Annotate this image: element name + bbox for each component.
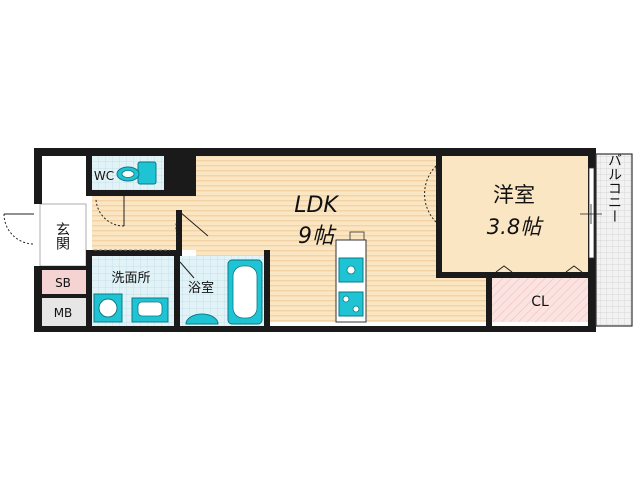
- kitchen-counter: [335, 239, 367, 323]
- balcony-label: バルコニー: [606, 153, 622, 223]
- washroom-label: 洗面所: [111, 271, 150, 286]
- ldk-size: 9帖: [298, 224, 337, 249]
- balcony-frame: [595, 153, 633, 327]
- toilet-label: WC: [94, 169, 114, 183]
- washing-machine: [93, 293, 123, 323]
- entrance-floor: [39, 203, 87, 267]
- bathtub: [227, 259, 263, 325]
- shoe-box-label: SB: [55, 276, 71, 290]
- doors: [3, 165, 602, 279]
- western-room-label: 洋室: [493, 183, 535, 207]
- corridor-floor: [92, 196, 198, 250]
- meter-box-label: MB: [54, 306, 73, 320]
- toilet-fixture: [116, 161, 157, 185]
- western-room-floor: [442, 156, 588, 272]
- entrance-label: 玄関: [54, 221, 70, 251]
- bath-washbasin: [185, 313, 219, 325]
- meter-box: [40, 298, 86, 326]
- closet-floor: [492, 278, 588, 322]
- fridge-space: [349, 231, 365, 241]
- closet-label: CL: [531, 294, 549, 310]
- ldk-floor-lower: [436, 278, 492, 322]
- ldk-label: LDK: [294, 193, 339, 218]
- wash-basin: [131, 297, 169, 323]
- western-room-size: 3.8帖: [487, 215, 544, 239]
- balcony-window: [588, 167, 595, 259]
- bathroom-label: 浴室: [188, 280, 214, 296]
- balcony-floor: [596, 154, 632, 326]
- shoe-box: [40, 270, 86, 294]
